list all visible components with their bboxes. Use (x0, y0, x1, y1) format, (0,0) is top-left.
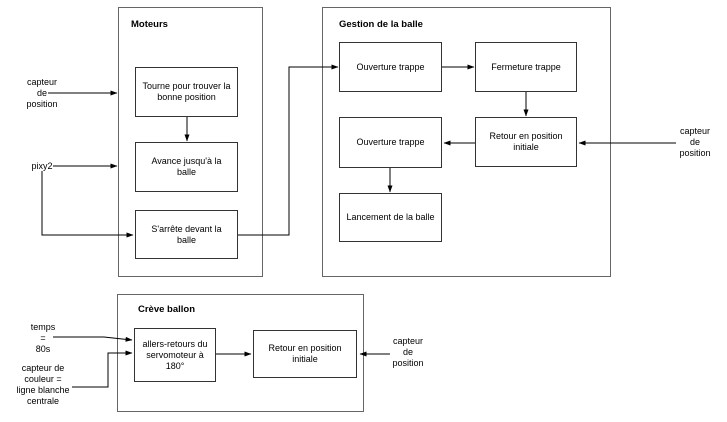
label-capteur-couleur: capteur de couleur = ligne blanche centr… (16, 363, 70, 406)
label-capteur-position-right: capteur de position (679, 126, 711, 158)
node-retour-position-initiale-1: Retour en position initiale (475, 117, 577, 167)
node-fermeture-trappe: Fermeture trappe (475, 42, 577, 92)
node-avance-jusqua-balle: Avance jusqu'à la balle (135, 142, 238, 192)
node-ouverture-trappe-2: Ouverture trappe (339, 117, 442, 168)
label-pixy2: pixy2 (31, 161, 53, 171)
label-temps-80s: temps = 80s (30, 322, 56, 354)
label-capteur-position-bottom: capteur de position (392, 336, 424, 368)
node-sarrete-devant-balle: S'arrête devant la balle (135, 210, 238, 259)
group-moteurs-title: Moteurs (131, 19, 168, 30)
group-gestion-balle-title: Gestion de la balle (339, 19, 423, 30)
node-lancement-balle: Lancement de la balle (339, 193, 442, 242)
node-tourne-bonne-position: Tourne pour trouver la bonne position (135, 67, 238, 117)
label-capteur-position-left: capteur de position (26, 77, 58, 109)
node-allers-retours-servomoteur: allers-retours du servomoteur à 180° (134, 328, 216, 382)
node-ouverture-trappe-1: Ouverture trappe (339, 42, 442, 92)
node-retour-position-initiale-2: Retour en position initiale (253, 330, 357, 378)
group-creve-ballon-title: Crève ballon (138, 304, 196, 315)
